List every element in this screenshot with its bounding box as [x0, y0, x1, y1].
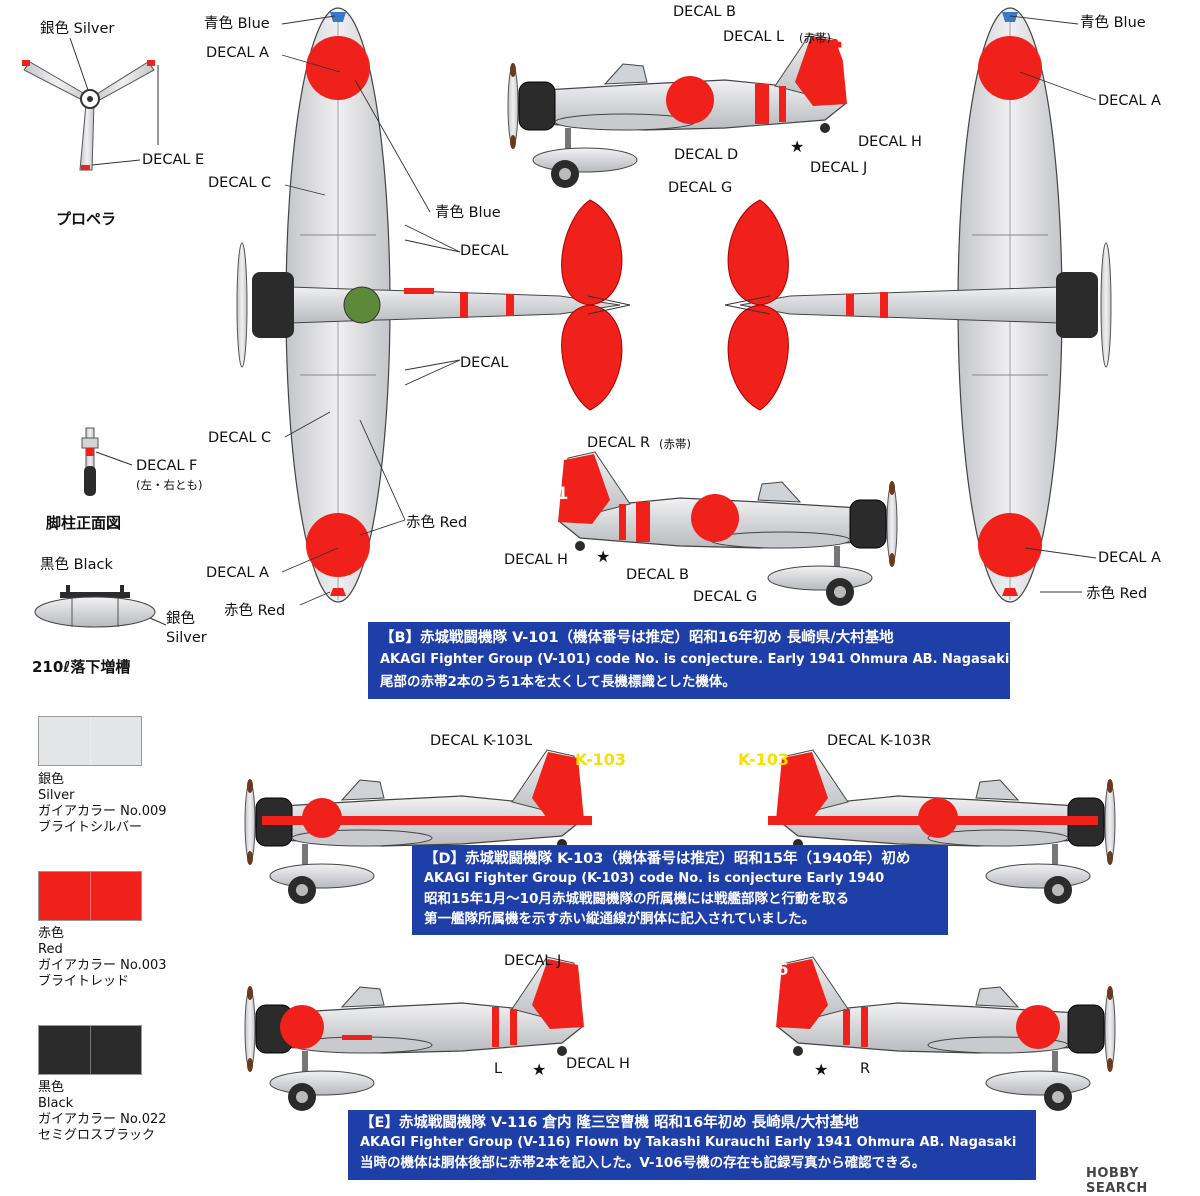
caption-box-d: 【D】赤城戦闘機隊 K-103（機体番号は推定）昭和15年（1940年）初め A…	[412, 845, 948, 935]
box-d-line4: 第一艦隊所属機を示す赤い縦通線が胴体に記入されていました。	[424, 911, 816, 927]
side-view-k103-right	[768, 749, 1116, 905]
side-view-v101-left	[507, 33, 847, 189]
swatch-red-l4: ブライトレッド	[38, 974, 130, 989]
plan-top-decal-2: DECAL	[460, 355, 509, 371]
swatch-black-l1: 黒色	[38, 1080, 65, 1095]
k103-code-left: K-103	[575, 750, 627, 769]
swatch-red-l2: Red	[38, 942, 63, 957]
side-top-decal-h: DECAL H	[858, 134, 922, 150]
plan-bottom-blue-tip: 青色 Blue	[1080, 15, 1146, 31]
swatch-red-l3: ガイアカラー No.003	[38, 958, 167, 973]
plan-top-decal-1: DECAL	[460, 243, 509, 259]
v116-code-right: V-116	[734, 960, 789, 980]
side-top-decal-g: DECAL G	[668, 180, 733, 196]
box-e-line2: AKAGI Fighter Group (V-116) Flown by Tak…	[360, 1135, 1017, 1150]
k103-decal-l: DECAL K-103L	[430, 733, 533, 749]
propeller-drawing	[22, 37, 159, 171]
swatch-red	[38, 871, 142, 921]
tank-silver-label-2: Silver	[166, 630, 207, 646]
side-view-k103-left	[244, 749, 592, 905]
box-d-line3: 昭和15年1月～10月赤城戦闘機隊の所属機には戦艦部隊と行動を取る	[424, 891, 849, 907]
caption-box-b: 【B】赤城戦闘機隊 V-101（機体番号は推定）昭和16年初め 長崎県/大村基地…	[368, 622, 1010, 699]
box-e-line1: 【E】赤城戦闘機隊 V-116 倉内 隆三空曹機 昭和16年初め 長崎県/大村基…	[360, 1115, 859, 1131]
v116-star-right: ★	[814, 1060, 829, 1079]
side-view-v116-right	[776, 956, 1116, 1112]
propeller-silver-label: 銀色 Silver	[40, 21, 115, 37]
side-top-decal-j: DECAL J	[810, 160, 868, 176]
swatch-silver-label: 銀色 Silver ガイアカラー No.009 ブライトシルバー	[38, 772, 167, 836]
watermark: HOBBY SEARCH	[1086, 1166, 1148, 1196]
side-mid-decal-r: DECAL R	[587, 435, 651, 451]
v116-decal-j: DECAL J	[504, 953, 562, 969]
swatch-silver-l4: ブライトシルバー	[38, 820, 143, 835]
plan-top-decal-a-bot: DECAL A	[206, 565, 269, 581]
strut-drawing	[81, 427, 133, 496]
swatch-black-l3: ガイアカラー No.022	[38, 1112, 167, 1127]
v116-label-l: L	[494, 1061, 503, 1077]
plan-top-blue-tip: 青色 Blue	[204, 16, 270, 32]
plan-top-red-1: 赤色 Red	[406, 515, 468, 531]
plan-top-decal-c-top: DECAL C	[208, 175, 272, 191]
side-mid-decal-g: DECAL G	[693, 589, 758, 605]
swatch-red-l1: 赤色	[38, 926, 65, 941]
swatch-black	[38, 1025, 142, 1075]
side-view-v101-right	[558, 451, 898, 607]
box-e-line3: 当時の機体は胴体後部に赤帯2本を記入した。V-106号機の存在も記録写真から確認…	[360, 1155, 926, 1171]
leader-lines	[281, 15, 1097, 606]
strut-decal-f-note: (左・右とも)	[136, 478, 203, 492]
plan-top-blue-mid: 青色 Blue	[435, 205, 501, 221]
swatch-red-label: 赤色 Red ガイアカラー No.003 ブライトレッド	[38, 926, 167, 990]
swatch-silver-l3: ガイアカラー No.009	[38, 804, 167, 819]
tank-title: 210ℓ落下増槽	[32, 658, 131, 676]
v116-decal-h: DECAL H	[566, 1056, 630, 1072]
box-b-line2: AKAGI Fighter Group (V-101) code No. is …	[380, 652, 1010, 667]
side-mid-decal-b: DECAL B	[626, 567, 690, 583]
side-top-decal-d: DECAL D	[674, 147, 739, 163]
plan-bottom-decal-a-top: DECAL A	[1098, 93, 1161, 109]
side-mid-code: V-101	[514, 484, 569, 504]
side-mid-star: ★	[596, 547, 611, 566]
side-top-decal-l-note: (赤帯)	[799, 31, 831, 45]
k103-code-right: K-103	[738, 750, 790, 769]
side-top-decal-l: DECAL L	[723, 29, 785, 45]
swatch-silver	[38, 716, 142, 766]
swatch-silver-l1: 銀色	[38, 772, 65, 787]
k103-decal-r: DECAL K-103R	[827, 733, 932, 749]
strut-decal-f: DECAL F	[136, 458, 198, 474]
side-view-v116-left	[244, 956, 584, 1112]
swatch-black-l2: Black	[38, 1096, 74, 1111]
v116-star-left: ★	[532, 1060, 547, 1079]
plan-bottom-red-tip: 赤色 Red	[1086, 586, 1148, 602]
tank-silver-label-1: 銀色	[166, 611, 195, 627]
plan-view-bottom	[724, 7, 1112, 603]
tank-black-label: 黒色 Black	[40, 557, 113, 573]
swatch-black-label: 黒色 Black ガイアカラー No.022 セミグロスブラック	[38, 1080, 167, 1144]
box-d-line2: AKAGI Fighter Group (K-103) code No. is …	[424, 871, 885, 886]
v116-label-r: R	[860, 1061, 871, 1077]
propeller-title: プロペラ	[56, 210, 117, 228]
drop-tank-drawing	[34, 585, 167, 628]
side-top-code: V-101	[838, 45, 893, 65]
v116-code-left: V-116	[592, 960, 647, 980]
side-top-decal-b: DECAL B	[673, 4, 737, 20]
plan-bottom-decal-a-bot: DECAL A	[1098, 550, 1161, 566]
side-mid-decal-r-note: (赤帯)	[659, 437, 691, 451]
plan-view-top	[236, 7, 631, 603]
swatch-black-l4: セミグロスブラック	[38, 1128, 156, 1143]
side-mid-decal-h: DECAL H	[504, 552, 568, 568]
swatch-silver-l2: Silver	[38, 788, 75, 803]
strut-title: 脚柱正面図	[46, 514, 122, 532]
box-d-line1: 【D】赤城戦闘機隊 K-103（機体番号は推定）昭和15年（1940年）初め	[424, 851, 911, 867]
propeller-decal-e: DECAL E	[142, 152, 205, 168]
box-b-line3: 尾部の赤帯2本のうち1本を太くして長機標識とした機体。	[380, 674, 736, 690]
plan-top-decal-c-bot: DECAL C	[208, 430, 272, 446]
plan-top-decal-a-top: DECAL A	[206, 45, 269, 61]
plan-top-red-tip: 赤色 Red	[224, 603, 286, 619]
caption-box-e: 【E】赤城戦闘機隊 V-116 倉内 隆三空曹機 昭和16年初め 長崎県/大村基…	[348, 1110, 1036, 1180]
box-b-line1: 【B】赤城戦闘機隊 V-101（機体番号は推定）昭和16年初め 長崎県/大村基地	[380, 630, 894, 646]
side-top-star: ★	[790, 137, 805, 156]
